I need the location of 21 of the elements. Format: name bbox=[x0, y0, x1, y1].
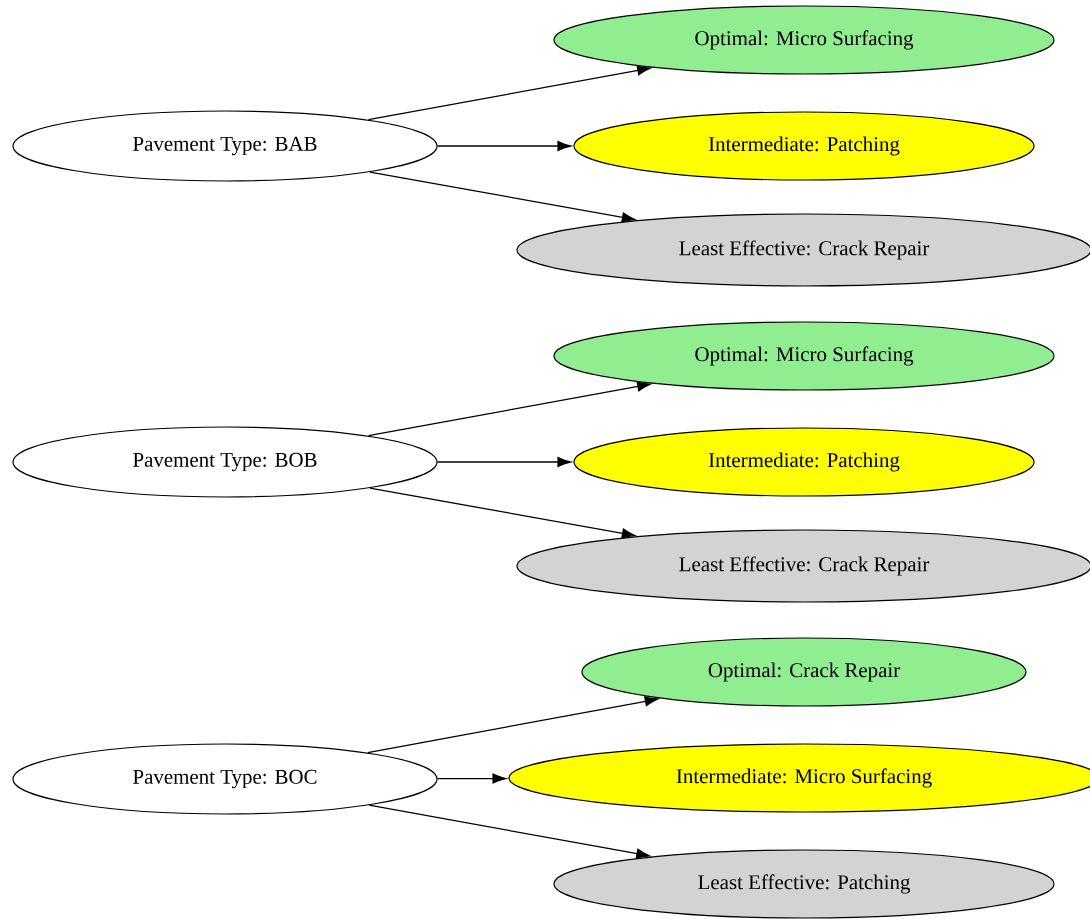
ellipse-node: Intermediate: Patching bbox=[573, 111, 1035, 181]
arrow bbox=[367, 65, 651, 121]
ellipse-node: Least Effective: Patching bbox=[553, 849, 1055, 919]
ellipse-node: Intermediate: Patching bbox=[573, 427, 1035, 497]
arrow bbox=[368, 804, 650, 859]
ellipse-node: Intermediate: Micro Surfacing bbox=[508, 743, 1090, 813]
arrow bbox=[369, 487, 636, 539]
arrow bbox=[436, 140, 572, 152]
ellipse-node: Optimal: Micro Surfacing bbox=[553, 321, 1055, 391]
ellipse-node: Pavement Type: BOB bbox=[12, 426, 438, 498]
ellipse-node: Optimal: Micro Surfacing bbox=[553, 5, 1055, 75]
ellipse-node: Least Effective: Crack Repair bbox=[516, 213, 1090, 287]
ellipse-node: Pavement Type: BAB bbox=[12, 110, 438, 182]
ellipse-node: Optimal: Crack Repair bbox=[581, 637, 1027, 707]
ellipse-node: Pavement Type: BOC bbox=[12, 743, 438, 815]
arrow bbox=[436, 773, 507, 784]
arrow bbox=[367, 696, 659, 754]
arrow bbox=[369, 171, 636, 223]
arrow bbox=[436, 456, 572, 468]
ellipse-node: Least Effective: Crack Repair bbox=[516, 529, 1090, 603]
arrow bbox=[367, 381, 651, 437]
